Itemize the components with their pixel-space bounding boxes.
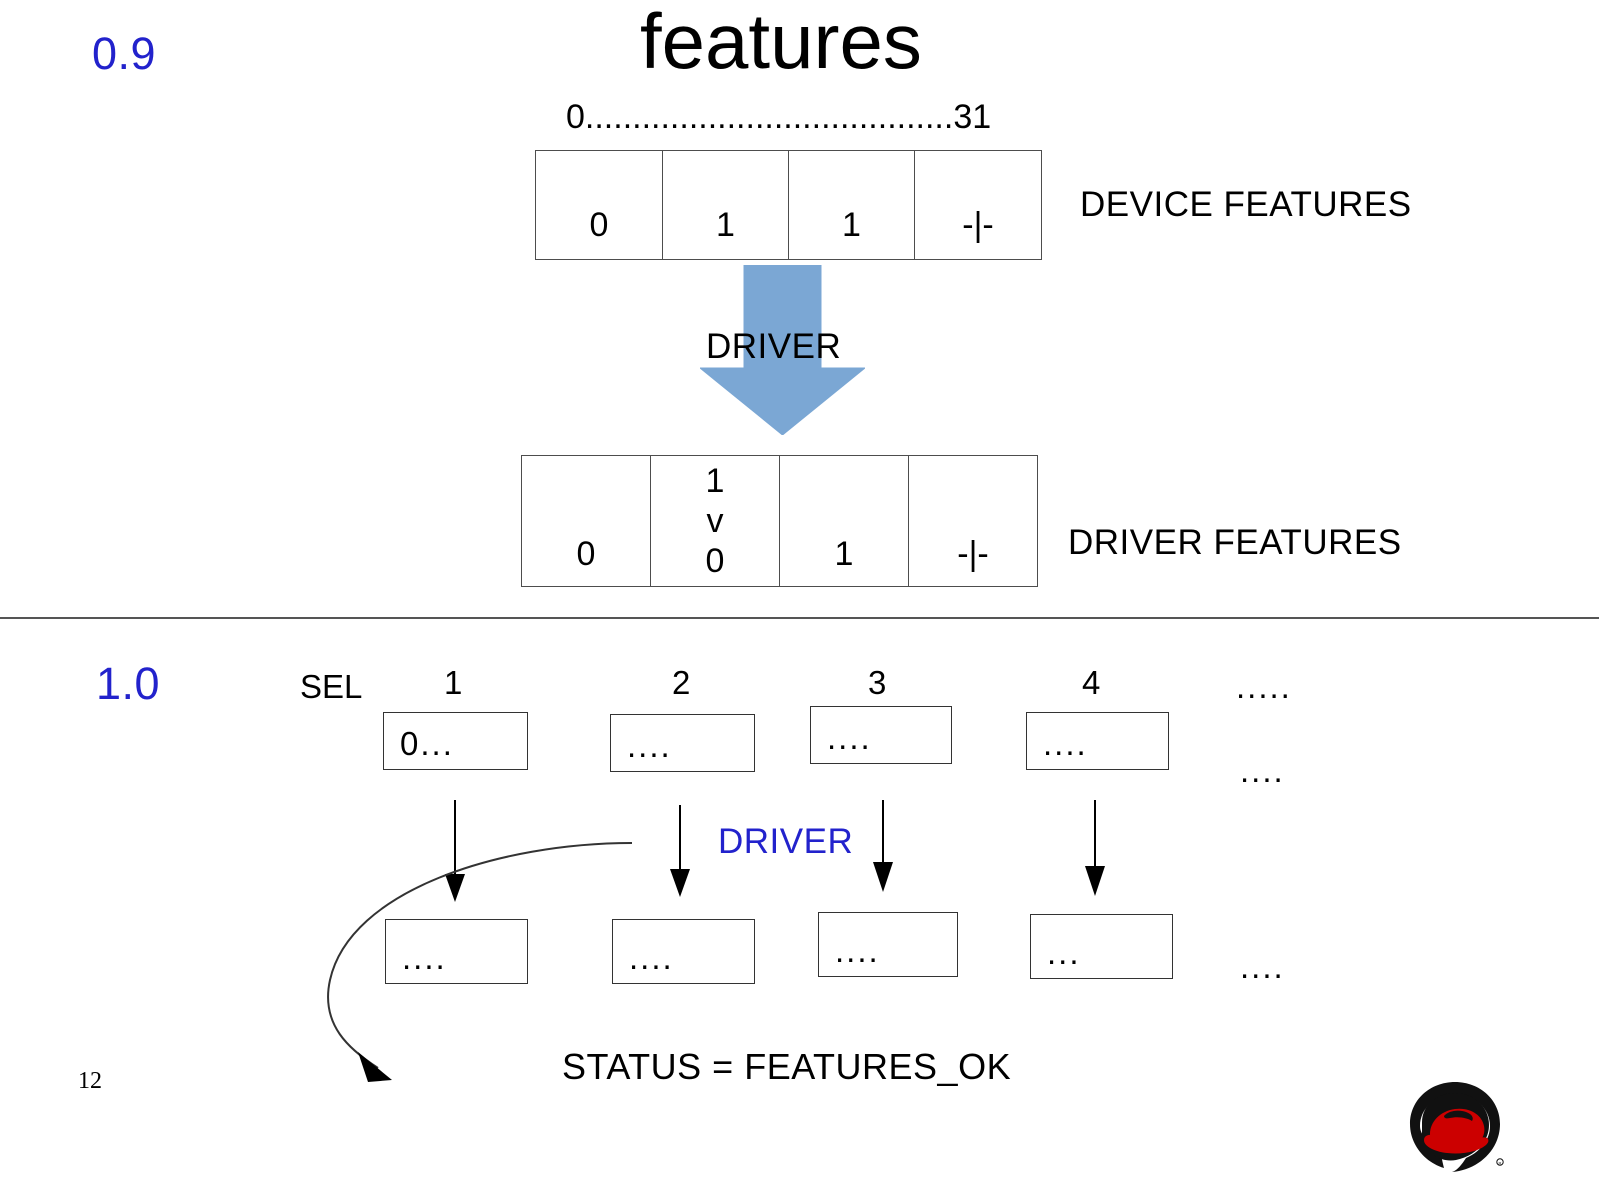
red-hat-logo: R	[1400, 1078, 1510, 1174]
page-number: 12	[78, 1068, 102, 1094]
stacked-value-before: 1	[705, 461, 725, 500]
sel-bottom-trailing-dots: ....	[1240, 948, 1285, 985]
sel-bottom-box-1[interactable]: ....	[385, 919, 528, 984]
sel-bottom-box-2-value: ....	[629, 939, 674, 976]
table-row: 0 1 v 0 1 -|-	[521, 455, 1038, 587]
driver-features-table: 0 1 v 0 1 -|-	[521, 455, 1038, 587]
sel-top-box-4-value: ....	[1043, 725, 1088, 762]
sel-bottom-box-1-value: ....	[402, 939, 447, 976]
down-arrow-4	[1070, 800, 1120, 900]
sel-bottom-box-4[interactable]: ...	[1030, 914, 1173, 979]
down-arrow-2	[655, 805, 705, 900]
driver-arrow-label-bottom: DRIVER	[718, 822, 854, 861]
version-label-top: 0.9	[92, 28, 157, 79]
version-label-bottom: 1.0	[96, 658, 161, 709]
stacked-value-after: 0	[705, 542, 725, 581]
driver-features-cell-0: 0	[521, 455, 651, 587]
status-text: STATUS = FEATURES_OK	[562, 1046, 1012, 1087]
sel-bottom-box-4-value: ...	[1047, 934, 1081, 971]
driver-features-cell-1-stacked: 1 v 0	[650, 455, 780, 587]
sel-label: SEL	[300, 668, 363, 705]
page-title: features	[640, 0, 922, 85]
section-divider	[0, 617, 1599, 619]
sel-top-box-2[interactable]: ....	[610, 714, 755, 772]
red-hat-shadowman-icon: R	[1410, 1082, 1504, 1172]
sel-column-header-4: 4	[1082, 664, 1101, 701]
driver-features-cell-3: -|-	[908, 455, 1038, 587]
down-arrow-3	[858, 800, 908, 895]
sel-bottom-box-3[interactable]: ....	[818, 912, 958, 977]
sel-top-box-1-value: 0...	[400, 725, 454, 762]
down-arrow-1	[430, 800, 480, 905]
driver-block-arrow-icon	[698, 264, 867, 436]
driver-features-label: DRIVER FEATURES	[1068, 523, 1402, 562]
table-row: 0 1 1 -|-	[535, 150, 1042, 260]
feedback-curved-arrow	[300, 830, 660, 1090]
bit-range-label: 0.......................................…	[566, 98, 992, 136]
driver-arrow-label-top: DRIVER	[706, 327, 842, 366]
feedback-curved-arrow-icon	[327, 842, 633, 1082]
down-arrow-2-icon	[670, 805, 690, 897]
driver-features-cell-2: 1	[779, 455, 909, 587]
sel-top-box-3-value: ....	[827, 719, 872, 756]
device-features-cell-2: 1	[788, 150, 915, 260]
sel-column-header-3: 3	[868, 664, 887, 701]
device-features-cell-3: -|-	[914, 150, 1042, 260]
device-features-cell-1: 1	[662, 150, 789, 260]
down-arrow-4-icon	[1085, 800, 1105, 896]
down-arrow-3-icon	[873, 800, 893, 892]
device-features-table: 0 1 1 -|-	[535, 150, 1042, 260]
sel-column-header-2: 2	[672, 664, 691, 701]
sel-bottom-box-2[interactable]: ....	[612, 919, 755, 984]
device-features-cell-0: 0	[535, 150, 663, 260]
svg-text:R: R	[1499, 1161, 1502, 1166]
sel-top-box-4[interactable]: ....	[1026, 712, 1169, 770]
driver-block-arrow	[698, 264, 867, 436]
down-arrow-1-icon	[445, 800, 465, 902]
sel-column-header-1: 1	[444, 664, 463, 701]
sel-top-trailing-dots: ....	[1240, 752, 1285, 789]
sel-top-box-3[interactable]: ....	[810, 706, 952, 764]
device-features-label: DEVICE FEATURES	[1080, 185, 1412, 224]
stacked-arrow-glyph: v	[706, 501, 724, 540]
sel-bottom-box-3-value: ....	[835, 932, 880, 969]
sel-top-box-1[interactable]: 0...	[383, 712, 528, 770]
sel-top-box-2-value: ....	[627, 727, 672, 764]
sel-header-trailing-dots: .....	[1236, 668, 1292, 705]
